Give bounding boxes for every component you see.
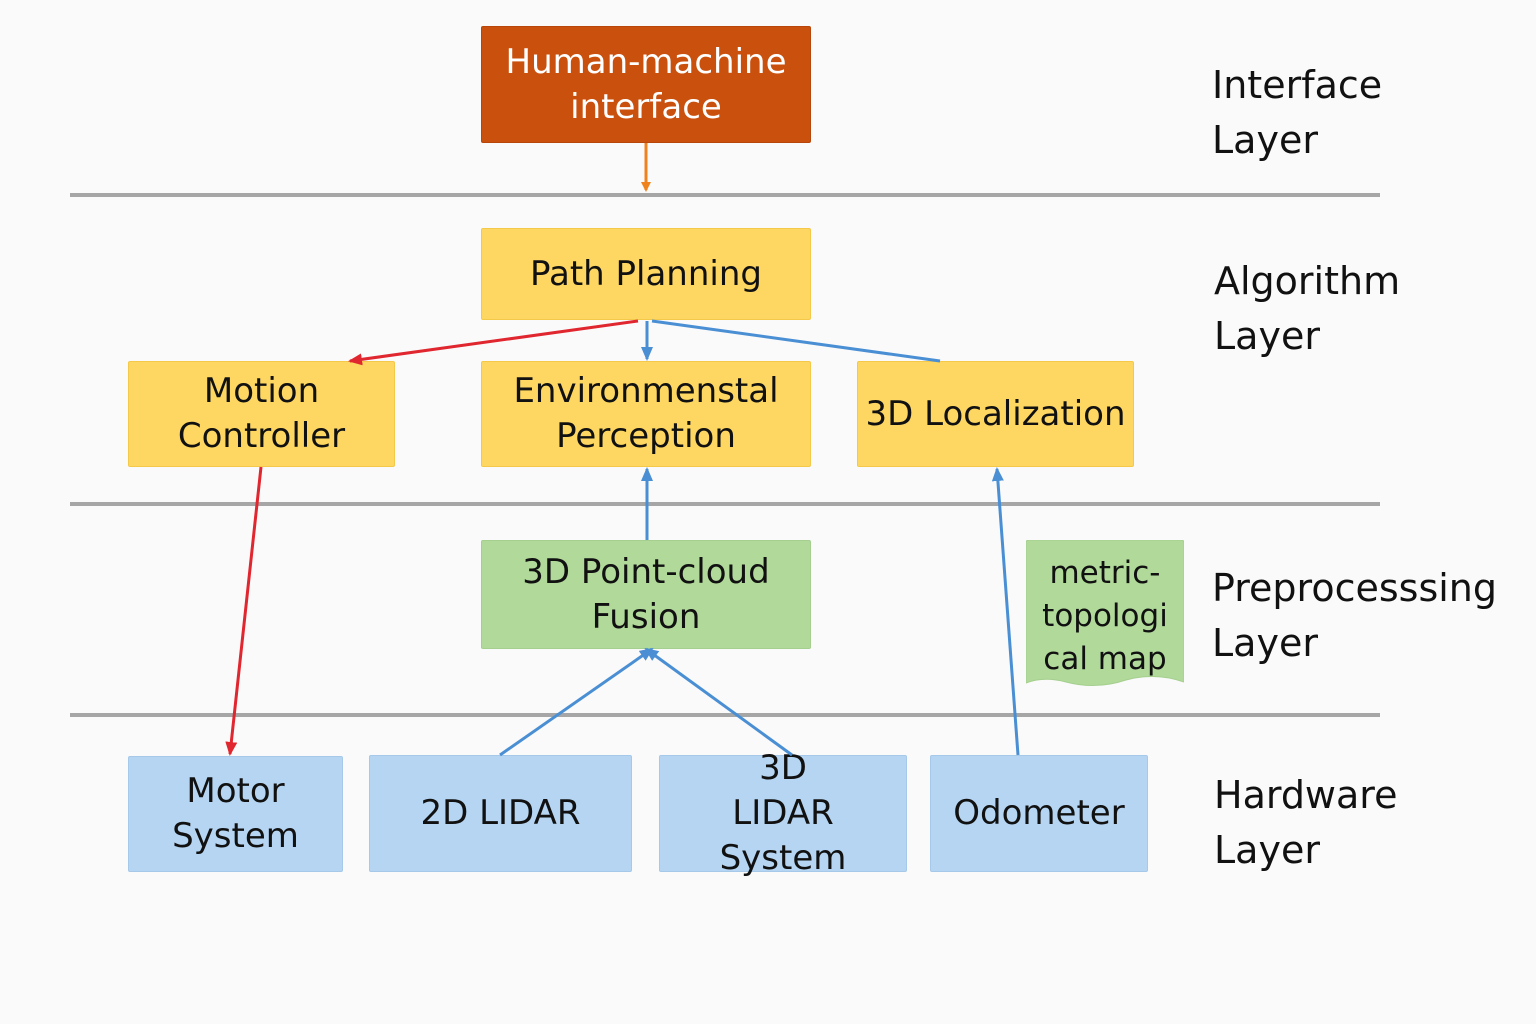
edge-motion-controller-to-motor-system	[225, 466, 263, 756]
layer-divider-interface-algorithm	[70, 193, 1380, 197]
layer-divider-preprocessing-hardware	[70, 713, 1380, 717]
node-2d-lidar[interactable]: 2D LIDAR	[369, 755, 632, 872]
map-label: metric-topological map	[1042, 555, 1168, 677]
node-motor-system[interactable]: Motor System	[128, 756, 343, 872]
node-path-planning[interactable]: Path Planning	[481, 228, 811, 320]
node-3d-lidar-system[interactable]: 3D LIDAR System	[659, 748, 907, 878]
node-environmental-perception[interactable]: Environmenstal Perception	[481, 361, 811, 467]
node-3d-localization[interactable]: 3D Localization	[857, 361, 1134, 467]
edge-path-planning-to-motion-controller	[348, 319, 639, 366]
node-metric-topological-map[interactable]: metric-topological map	[1026, 540, 1184, 688]
document-shape-icon	[1026, 540, 1184, 686]
node-3d-point-cloud-fusion[interactable]: 3D Point-cloud Fusion	[481, 540, 811, 649]
layer-label-preprocessing: Preprocesssing Layer	[1212, 566, 1497, 665]
layer-label-algorithm: Algorithm Layer	[1214, 259, 1401, 358]
node-motion-controller[interactable]: Motion Controller	[128, 361, 395, 467]
edge-path-planning-to-3d-localization	[651, 319, 941, 363]
node-human-machine-interface[interactable]: Human-machine interface	[481, 26, 811, 143]
layer-divider-algorithm-preprocessing	[70, 502, 1380, 506]
node-odometer[interactable]: Odometer	[930, 755, 1148, 872]
edge-2d-lidar-to-point-cloud-fusion	[499, 647, 654, 757]
edge-3d-lidar-to-point-cloud-fusion	[644, 647, 793, 757]
layer-label-interface: Interface Layer	[1212, 63, 1383, 162]
layer-label-hardware: Hardware Layer	[1214, 773, 1398, 872]
